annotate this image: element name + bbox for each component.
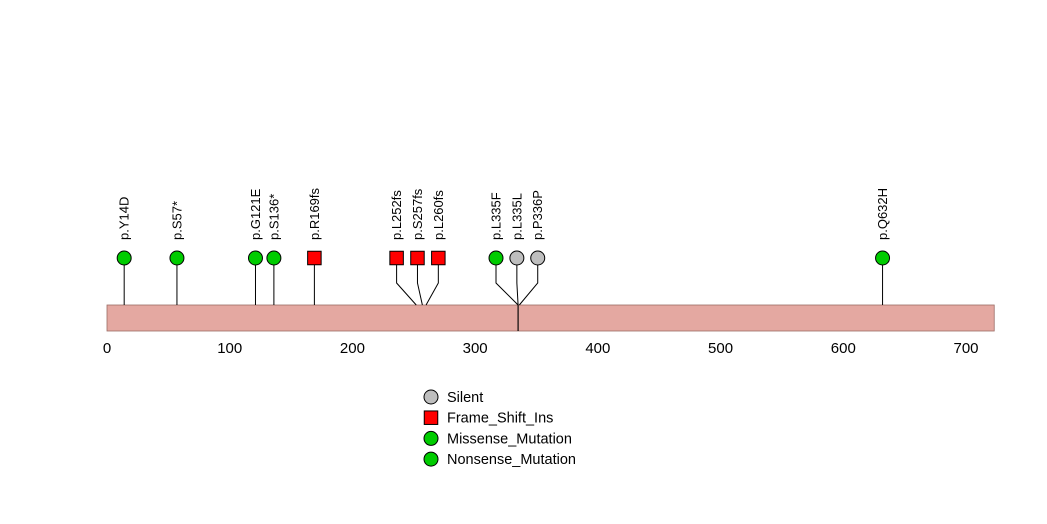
mutation-marker-frame_shift_ins	[410, 250, 425, 266]
legend-label: Frame_Shift_Ins	[447, 411, 553, 427]
axis-tick-label: 200	[340, 340, 365, 357]
mutation-marker-missense_mutation	[116, 250, 132, 266]
legend-marker-silent	[423, 389, 439, 405]
mutation-label: p.Q632H	[875, 188, 890, 240]
mutation-label: p.L335F	[489, 192, 504, 240]
lollipop-stem	[396, 265, 417, 306]
axis-tick-label: 300	[463, 340, 488, 357]
legend-marker-frame_shift_ins	[423, 410, 439, 425]
legend-label: Silent	[447, 390, 483, 406]
mutation-label: p.G121E	[248, 188, 263, 240]
mutation-label: p.S257fs	[410, 188, 425, 240]
mutation-label: p.L252fs	[389, 190, 404, 240]
legend-label: Missense_Mutation	[447, 431, 572, 447]
mutation-marker-missense_mutation	[247, 250, 263, 266]
mutation-label: p.L335L	[509, 193, 524, 240]
lollipop-stem	[425, 265, 439, 306]
mutation-label: p.S57*	[169, 201, 184, 240]
mutation-marker-frame_shift_ins	[431, 250, 446, 266]
mutation-label: p.R169fs	[307, 187, 322, 240]
axis-tick-label: 100	[217, 340, 242, 357]
lollipop-stem	[416, 265, 423, 306]
mutation-marker-nonsense_mutation	[169, 250, 185, 266]
axis-tick-label: 400	[585, 340, 610, 357]
axis-tick-label: 500	[708, 340, 733, 357]
axis-tick-label: 700	[953, 340, 978, 357]
legend-marker-nonsense_mutation	[423, 451, 439, 467]
mutation-label: p.S136*	[266, 194, 281, 240]
lollipop-stem	[518, 265, 539, 306]
protein-bar	[106, 304, 995, 332]
legend-label: Nonsense_Mutation	[447, 452, 576, 468]
mutation-label: p.Y14D	[117, 197, 132, 240]
mutation-marker-frame_shift_ins	[307, 250, 322, 266]
axis-tick-label: 600	[831, 340, 856, 357]
mutation-label: p.L260fs	[431, 190, 446, 240]
mutation-marker-silent	[509, 250, 525, 266]
mutation-marker-missense_mutation	[488, 250, 504, 266]
legend-marker-missense_mutation	[423, 430, 439, 446]
mutation-label: p.P336P	[530, 190, 545, 240]
lollipop-stem	[516, 265, 519, 331]
axis-tick-label: 0	[103, 340, 111, 357]
mutation-marker-missense_mutation	[875, 250, 891, 266]
mutation-marker-silent	[530, 250, 546, 266]
mutation-marker-frame_shift_ins	[389, 250, 404, 266]
mutation-marker-nonsense_mutation	[266, 250, 282, 266]
